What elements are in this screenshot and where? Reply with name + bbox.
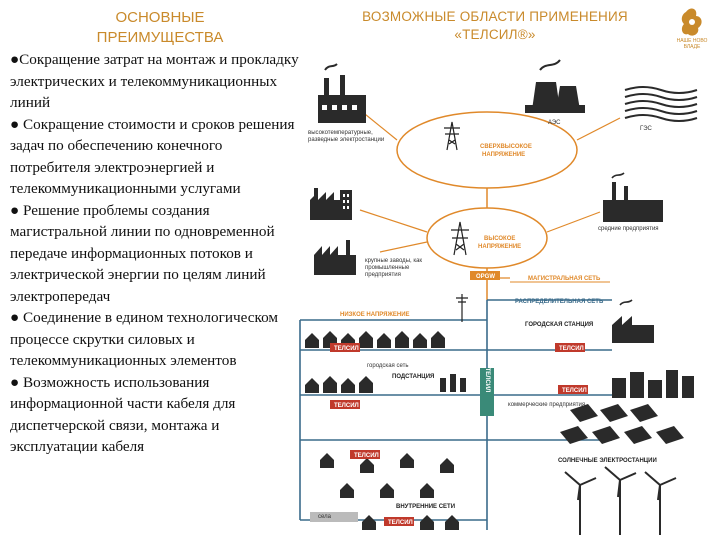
ges-label: ГЭС: [640, 126, 653, 132]
medium-plant-label: средние предприятия: [598, 226, 659, 232]
uhv-label-2: НАПРЯЖЕНИЕ: [482, 152, 525, 158]
telsil-label: ТЕЛСИЛ: [334, 403, 359, 409]
houses-group: [305, 376, 373, 393]
advantages-title: ОСНОВНЫЕ ПРЕИМУЩЕСТВА: [60, 8, 260, 48]
industrial-label-2: промышленные: [365, 265, 410, 271]
telsil-label: ТЕЛСИЛ: [559, 346, 584, 352]
village-area: [310, 512, 358, 522]
city-station-label: ГОРОДСКАЯ СТАНЦИЯ: [525, 322, 593, 328]
transmission-tower-icon: [444, 121, 460, 151]
solar-panels-icon: [560, 404, 684, 444]
distribution-label: РАСПРЕДЕЛИТЕЛЬНАЯ СЕТЬ: [515, 299, 604, 305]
transmission-tower-icon: [451, 221, 469, 256]
industrial-label: крупные заводы, как: [365, 258, 422, 264]
telsil-badge: [330, 343, 360, 352]
applications-title-line1: ВОЗМОЖНЫЕ ОБЛАСТИ ПРИМЕНЕНИЯ: [362, 9, 628, 24]
telsil-badge: [330, 400, 360, 409]
power-plant-icon: [318, 63, 366, 123]
advantage-item: ●Сокращение затрат на монтаж и прокладку…: [10, 51, 299, 111]
hydro-plant-icon: [624, 86, 698, 122]
telsil-badge: [350, 450, 380, 459]
telsil-vertical-label: ТЕЛСИЛ: [484, 368, 490, 393]
uhv-label: СВЕРХВЫСОКОЕ: [480, 144, 532, 150]
medium-plant-icon: [603, 172, 663, 222]
top-plant-label: высокотемпературные,: [308, 130, 373, 136]
substation-label: ПОДСТАНЦИЯ: [392, 374, 434, 380]
solar-label: СОЛНЕЧНЫЕ ЭЛЕКТРОСТАНЦИИ: [558, 458, 657, 464]
opgw-badge: [470, 271, 500, 280]
logo-text: НАШЕ НОВО ВЛАДЕ: [676, 38, 708, 50]
hv-label: ВЫСОКОЕ: [484, 236, 515, 242]
advantages-list: ●Сокращение затрат на монтаж и прокладку…: [10, 49, 300, 458]
commercial-icon: [612, 370, 694, 398]
advantages-title-line1: ОСНОВНЫЕ: [115, 9, 205, 26]
utility-pole-icon: [456, 294, 468, 322]
company-logo: [681, 8, 702, 36]
applications-title: ВОЗМОЖНЫЕ ОБЛАСТИ ПРИМЕНЕНИЯ «ТЕЛСИЛ®»: [345, 8, 645, 44]
telsil-badge: [558, 385, 588, 394]
telsil-badge: [384, 517, 414, 526]
telsil-vertical-badge: [480, 368, 494, 416]
houses-group: [305, 331, 445, 348]
hv-label-2: НАПРЯЖЕНИЕ: [478, 244, 521, 250]
wind-turbines-icon: [564, 466, 677, 535]
city-net-label: городская сеть: [367, 363, 408, 369]
applications-title-line2: «ТЕЛСИЛ®»: [454, 27, 536, 42]
substation-icon: [440, 374, 466, 392]
advantage-item: ● Сокращение стоимости и сроков решения …: [10, 115, 295, 198]
telsil-badge: [555, 343, 585, 352]
internal-net-label: ВНУТРЕННИЕ СЕТИ: [396, 504, 455, 510]
commercial-label: коммерческие предприятия: [508, 402, 585, 408]
houses-group: [362, 515, 459, 530]
opgw-label: OPGW: [476, 274, 495, 280]
houses-group: [320, 453, 454, 498]
advantages-title-line2: ПРЕИМУЩЕСТВА: [96, 29, 224, 46]
aes-label: АЭС: [548, 120, 561, 126]
telsil-label: ТЕЛСИЛ: [334, 346, 359, 352]
telsil-label: ТЕЛСИЛ: [354, 453, 379, 459]
telsil-label: ТЕЛСИЛ: [562, 388, 587, 394]
telsil-label: ТЕЛСИЛ: [388, 520, 413, 526]
industrial-plant-icon: [314, 240, 356, 275]
top-plant-label-2: разведные электростанции: [308, 137, 384, 143]
trunk-label: МАГИСТРАЛЬНАЯ СЕТЬ: [528, 276, 601, 282]
village-label: села: [318, 514, 332, 520]
advantage-item: ● Решение проблемы создания магистрально…: [10, 201, 275, 305]
industrial-label-3: предприятия: [365, 272, 401, 278]
advantage-item: ● Соединение в едином технологическом пр…: [10, 309, 278, 369]
city-station-icon: [612, 299, 654, 343]
nuclear-plant-icon: [525, 59, 585, 113]
advantage-item: ● Возможность использования информационн…: [10, 373, 236, 456]
factory-icon: [310, 188, 352, 220]
low-voltage-label: НИЗКОЕ НАПРЯЖЕНИЕ: [340, 312, 410, 318]
